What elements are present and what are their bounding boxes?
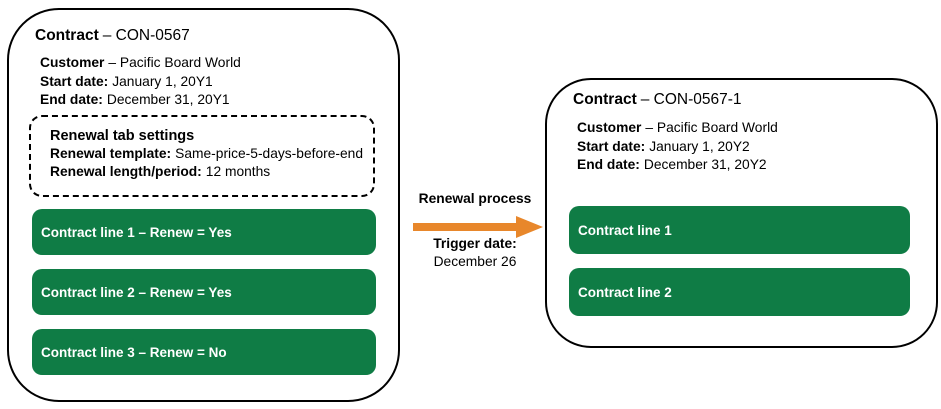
renewal-length-row: Renewal length/period:12 months: [50, 163, 373, 181]
start-date-value: January 1, 20Y1: [112, 73, 213, 89]
renewal-process-section: Renewal process Trigger date: December 2…: [403, 191, 547, 276]
contract-line-bar: Contract line 1: [569, 206, 910, 254]
contract-line-bar: Contract line 2 – Renew = Yes: [32, 269, 376, 315]
end-date-field: End date:December 31, 20Y1: [40, 91, 241, 110]
end-date-field: End date:December 31, 20Y2: [577, 156, 778, 175]
renewed-contract-card: Contract– CON-0567-1 Customer– Pacific B…: [545, 78, 938, 348]
start-date-label: Start date:: [40, 73, 109, 89]
renewal-length-value: 12 months: [205, 163, 271, 179]
renewal-template-row: Renewal template:Same-price-5-days-befor…: [50, 145, 373, 163]
customer-field: Customer– Pacific Board World: [40, 54, 241, 73]
customer-value: – Pacific Board World: [645, 120, 778, 135]
renewed-contract-title-label: Contract: [573, 91, 637, 108]
renewed-contract-title: Contract– CON-0567-1: [573, 91, 742, 109]
end-date-value: December 31, 20Y1: [106, 92, 230, 107]
arrow-head-icon: [516, 216, 543, 238]
renewal-settings-box: Renewal tab settings Renewal template:Sa…: [29, 115, 375, 197]
contract-line-bar: Contract line 3 – Renew = No: [32, 329, 376, 375]
customer-value: – Pacific Board World: [108, 55, 241, 70]
source-contract-fields: Customer– Pacific Board World Start date…: [40, 54, 241, 110]
renewed-contract-fields: Customer– Pacific Board World Start date…: [577, 119, 778, 175]
renewal-length-label: Renewal length/period:: [50, 163, 202, 179]
source-contract-card: Contract– CON-0567 Customer– Pacific Boa…: [7, 8, 400, 402]
contract-line-bar: Contract line 2: [569, 268, 910, 316]
renewal-settings-title: Renewal tab settings: [50, 128, 195, 144]
source-contract-title: Contract– CON-0567: [35, 27, 190, 45]
end-date-label: End date:: [40, 92, 103, 107]
start-date-field: Start date:January 1, 20Y2: [577, 138, 778, 157]
trigger-date-value: December 26: [433, 254, 517, 269]
renewed-contract-id: – CON-0567-1: [640, 91, 742, 108]
start-date-field: Start date:January 1, 20Y1: [40, 73, 241, 92]
contract-line-bar: Contract line 1 – Renew = Yes: [32, 209, 376, 255]
renewal-template-value: Same-price-5-days-before-end: [175, 146, 364, 161]
customer-label: Customer: [577, 120, 642, 135]
end-date-value: December 31, 20Y2: [643, 157, 767, 172]
source-contract-id: – CON-0567: [102, 27, 190, 44]
customer-field: Customer– Pacific Board World: [577, 119, 778, 138]
start-date-label: Start date:: [577, 138, 646, 154]
trigger-date-label: Trigger date:: [433, 236, 517, 251]
source-contract-title-label: Contract: [35, 27, 99, 44]
renewal-template-label: Renewal template:: [50, 146, 172, 161]
arrow-body: [413, 223, 517, 231]
customer-label: Customer: [40, 55, 105, 70]
start-date-value: January 1, 20Y2: [649, 138, 750, 154]
renewal-process-arrow: [403, 216, 547, 238]
end-date-label: End date:: [577, 157, 640, 172]
renewal-process-label: Renewal process: [418, 191, 532, 206]
